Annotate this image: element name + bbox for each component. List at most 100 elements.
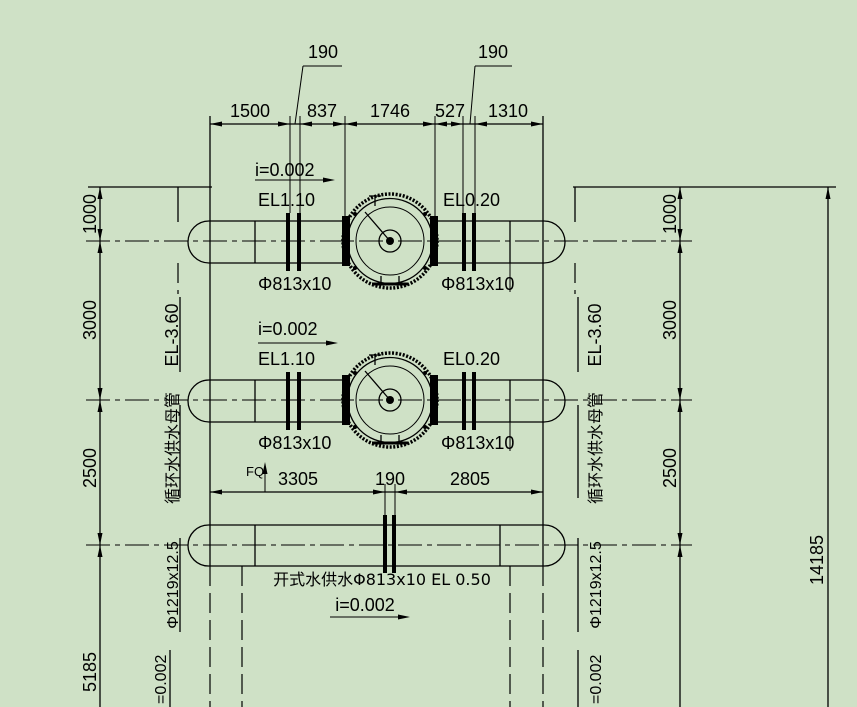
row-1: i=0.002 EL1.10 EL0.20 Φ813x10 Φ813x10 — [187, 160, 566, 294]
header-labels-left: EL-3.60 循环水供水母管 Φ1219x12.5 =0.002 — [153, 303, 182, 704]
dimension-arrow — [373, 489, 385, 495]
slope-label: i=0.002 — [335, 595, 395, 615]
header-slope: =0.002 — [588, 655, 605, 704]
bolt — [423, 266, 427, 270]
inlet-tube — [364, 211, 391, 242]
right-dimensions: 1000 3000 2500 14185 — [660, 187, 831, 707]
dim-2500-right: 2500 — [660, 448, 680, 488]
heat-exchanger — [341, 192, 439, 290]
flange — [297, 213, 301, 271]
dim-3000-left: 3000 — [80, 300, 100, 340]
bolt — [353, 212, 357, 216]
left-dimensions: 1000 3000 2500 5185 — [80, 187, 103, 707]
header-elevation: EL-3.60 — [162, 303, 182, 366]
outlet-flange — [430, 216, 438, 266]
slope-arrow — [326, 340, 338, 346]
flange — [383, 515, 387, 573]
dimension-arrow — [97, 388, 103, 400]
pipe-size-right: Φ813x10 — [441, 433, 514, 453]
leader-label-left: 190 — [308, 42, 338, 62]
dim-1000-right: 1000 — [660, 194, 680, 234]
bolt — [353, 425, 357, 429]
dimension-arrow — [677, 533, 683, 545]
dimension-arrow — [97, 545, 103, 557]
bolt — [423, 371, 427, 375]
center-nozzle — [378, 388, 402, 412]
inlet-tube — [364, 370, 391, 401]
dimension-arrow — [210, 121, 222, 127]
dim-837: 837 — [307, 101, 337, 121]
dimension-arrow — [531, 121, 543, 127]
dimension-arrow — [435, 121, 447, 127]
dim-1500: 1500 — [230, 101, 270, 121]
dimension-arrow — [345, 121, 357, 127]
dimension-arrow — [677, 229, 683, 241]
dimension-arrow — [423, 121, 435, 127]
dim-2805: 2805 — [450, 469, 490, 489]
dimension-arrow — [97, 187, 103, 199]
dimension-arrow — [395, 489, 407, 495]
pipe-left-segment — [187, 379, 345, 423]
inlet-flange — [342, 216, 350, 266]
top-dimensions: 1500 837 1746 527 1310 190 190 — [210, 42, 543, 216]
row-3: FQ 3305 190 2805 开式水供水Φ813x10 EL 0.50 i=… — [187, 462, 566, 620]
elevation-left: EL1.10 — [258, 349, 315, 369]
pipe-right-segment — [437, 220, 566, 264]
reference-lines — [88, 116, 836, 707]
open-water-supply-label: 开式水供水Φ813x10 EL 0.50 — [273, 570, 491, 589]
flange — [286, 372, 290, 430]
flange — [472, 372, 476, 430]
bolt — [423, 425, 427, 429]
flow-arrow — [262, 462, 268, 474]
flange — [286, 213, 290, 271]
dimension-arrow — [451, 121, 463, 127]
tube-bundle-outline — [355, 206, 425, 276]
pipe-right-segment — [437, 379, 566, 423]
dimension-arrow — [677, 241, 683, 253]
dim-total-14185: 14185 — [807, 535, 827, 585]
heat-exchanger — [341, 351, 439, 449]
bolt — [423, 212, 427, 216]
slope-arrow — [323, 177, 335, 183]
center-nozzle — [378, 229, 402, 253]
elevation-right: EL0.20 — [443, 190, 500, 210]
open-water-supply-pipe — [187, 524, 566, 567]
dimension-arrow — [97, 241, 103, 253]
dim-1000-left: 1000 — [80, 194, 100, 234]
bolt — [353, 266, 357, 270]
tube-bundle-outline — [355, 365, 425, 435]
dim-190: 190 — [375, 469, 405, 489]
header-elevation: EL-3.60 — [585, 303, 605, 366]
dimension-arrow — [677, 400, 683, 412]
header-slope: =0.002 — [153, 655, 170, 704]
inlet-flange — [342, 375, 350, 425]
header-name: 循环水供水母管 — [586, 392, 605, 504]
dimension-arrow — [210, 489, 222, 495]
leader-line-right — [469, 65, 476, 125]
dim-3000-right: 3000 — [660, 300, 680, 340]
row-2: i=0.002 EL1.10 EL0.20 Φ813x10 Φ813x10 — [187, 319, 566, 453]
dim-2500-left: 2500 — [80, 448, 100, 488]
leader-line-left — [294, 65, 304, 125]
dim-1310: 1310 — [488, 101, 528, 121]
slope-arrow — [398, 614, 410, 620]
dimension-arrow — [333, 121, 345, 127]
header-size: Φ1219x12.5 — [588, 541, 605, 629]
header-name: 循环水供水母管 — [163, 392, 182, 504]
flange — [297, 372, 301, 430]
fq-label: FQ — [246, 464, 264, 479]
pipe-size-left: Φ813x10 — [258, 433, 331, 453]
pipe-left-segment — [187, 220, 345, 264]
leader-label-right: 190 — [478, 42, 508, 62]
dimension-arrow — [677, 388, 683, 400]
elevation-left: EL1.10 — [258, 190, 315, 210]
dimension-arrow — [300, 121, 312, 127]
outlet-flange — [430, 375, 438, 425]
dim-5185-left: 5185 — [80, 652, 100, 692]
flange — [392, 515, 396, 573]
pipe-size-right: Φ813x10 — [441, 274, 514, 294]
dimension-arrow — [677, 187, 683, 199]
slope-label: i=0.002 — [255, 160, 315, 180]
dimension-arrow — [677, 545, 683, 557]
